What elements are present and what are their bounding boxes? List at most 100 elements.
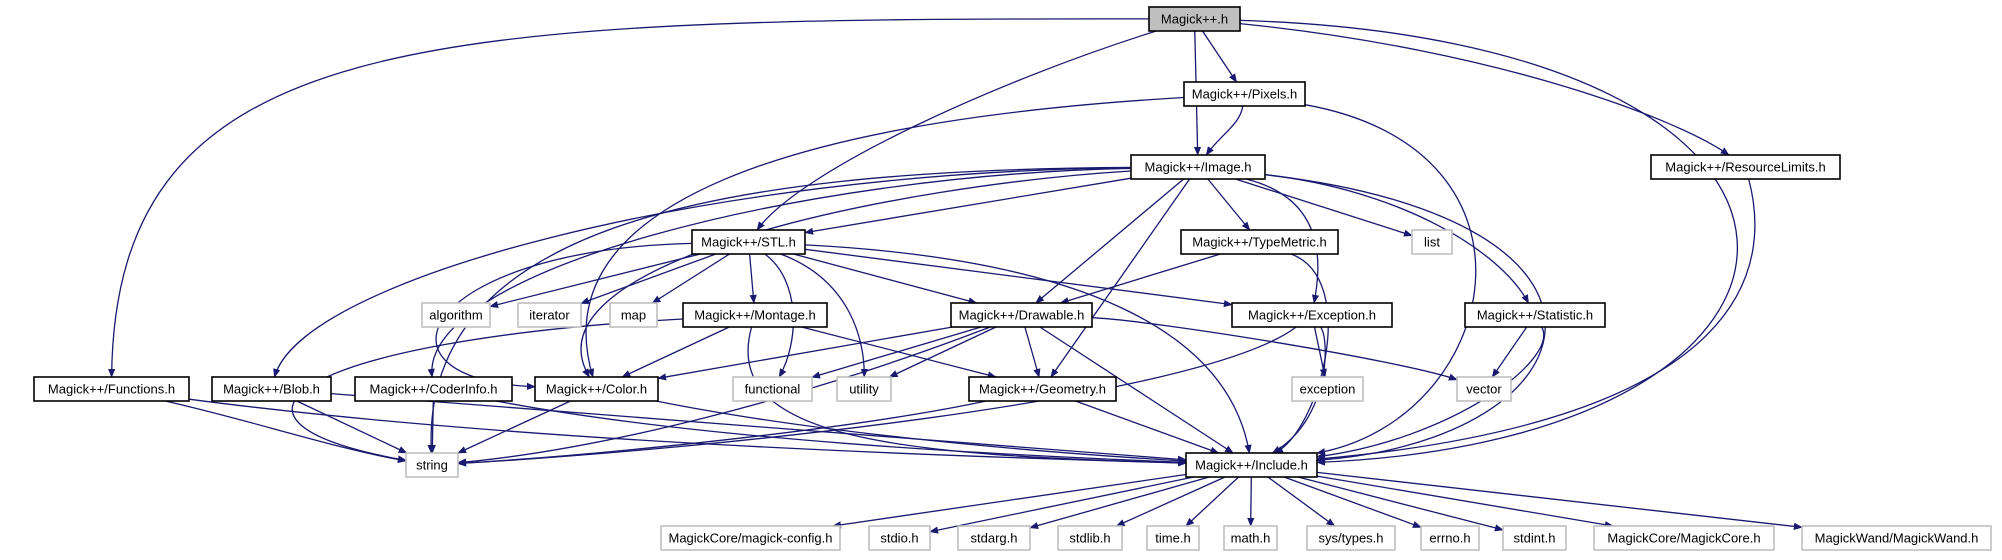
node-box (1183, 81, 1306, 107)
edge-include-to-magickwand (1316, 471, 1803, 530)
node-list[interactable]: list (1411, 229, 1453, 255)
edge-blob-to-string (296, 400, 408, 454)
edge-include-to-time (1185, 476, 1240, 527)
node-algorithm[interactable]: algorithm (421, 302, 491, 328)
node-box (211, 376, 332, 402)
edge-include-to-systypes (1267, 476, 1336, 527)
edge-drawable-to-utility (888, 326, 997, 378)
node-geometry[interactable]: Magick++/Geometry.h (968, 376, 1117, 402)
edge-statistic-to-vector (1491, 326, 1528, 378)
node-montage[interactable]: Magick++/Montage.h (682, 302, 828, 328)
node-typemetric[interactable]: Magick++/TypeMetric.h (1180, 229, 1339, 255)
node-pixels[interactable]: Magick++/Pixels.h (1183, 81, 1306, 107)
node-label: Magick++/Drawable.h (959, 308, 1085, 323)
node-vector[interactable]: vector (1456, 376, 1512, 402)
node-magickcore[interactable]: MagickCore/MagickCore.h (1593, 525, 1775, 551)
node-label: Magick++/ResourceLimits.h (1665, 160, 1825, 175)
node-box (1057, 525, 1123, 551)
node-box (1130, 154, 1266, 180)
edge-include-to-stdint (1297, 476, 1504, 532)
node-label: math.h (1231, 531, 1271, 546)
node-label: Magick++/Include.h (1195, 458, 1308, 473)
node-box (682, 302, 828, 328)
node-magick-h[interactable]: Magick++.h (1148, 6, 1241, 32)
node-label: algorithm (429, 308, 482, 323)
node-box (1148, 6, 1241, 32)
edge-stl-to-map (651, 253, 730, 304)
node-box (836, 376, 892, 402)
edge-blob-to-include (330, 392, 1187, 463)
node-color[interactable]: Magick++/Color.h (534, 376, 659, 402)
node-exception[interactable]: Magick++/Exception.h (1231, 302, 1393, 328)
edge-typemetric-to-drawable (1059, 253, 1221, 305)
node-exception-std[interactable]: exception (1291, 376, 1364, 402)
node-box (1223, 525, 1278, 551)
node-functional[interactable]: functional (732, 376, 813, 402)
node-functions[interactable]: Magick++/Functions.h (33, 376, 190, 402)
node-label: errno.h (1429, 531, 1470, 546)
node-stl[interactable]: Magick++/STL.h (691, 229, 806, 255)
node-label: stdlib.h (1069, 531, 1110, 546)
node-utility[interactable]: utility (836, 376, 892, 402)
edge-drawable-to-functional (811, 326, 982, 379)
node-box (660, 525, 841, 551)
node-box (1306, 525, 1396, 551)
node-magickwand[interactable]: MagickWand/MagickWand.h (1801, 525, 1992, 551)
edge-drawable-to-vector (1091, 317, 1458, 381)
node-label: Magick++/CoderInfo.h (370, 382, 498, 397)
node-label: MagickWand/MagickWand.h (1815, 531, 1979, 546)
node-label: string (416, 458, 448, 473)
node-label: MagickCore/magick-config.h (668, 531, 832, 546)
node-include[interactable]: Magick++/Include.h (1185, 452, 1318, 478)
node-statistic[interactable]: Magick++/Statistic.h (1464, 302, 1606, 328)
node-label: exception (1300, 382, 1356, 397)
node-magick-config[interactable]: MagickCore/magick-config.h (660, 525, 841, 551)
node-box (517, 302, 582, 328)
node-label: functional (745, 382, 801, 397)
edge-geometry-to-string (457, 400, 987, 467)
node-box (1411, 229, 1453, 255)
node-label: Magick++/Statistic.h (1477, 308, 1593, 323)
node-stdint[interactable]: stdint.h (1502, 525, 1567, 551)
node-box (1502, 525, 1567, 551)
edge-stl-to-exception (804, 248, 1233, 308)
node-box (1180, 229, 1339, 255)
node-box (1593, 525, 1775, 551)
node-string[interactable]: string (405, 452, 459, 478)
node-blob[interactable]: Magick++/Blob.h (211, 376, 332, 402)
node-image[interactable]: Magick++/Image.h (1130, 154, 1266, 180)
node-box (1185, 452, 1318, 478)
node-systypes[interactable]: sys/types.h (1306, 525, 1396, 551)
node-resourcelimits[interactable]: Magick++/ResourceLimits.h (1650, 154, 1841, 180)
node-label: Magick++/Montage.h (694, 308, 815, 323)
node-box (421, 302, 491, 328)
edge-image-to-list (1235, 178, 1413, 237)
node-label: Magick++/Color.h (546, 382, 647, 397)
node-box (33, 376, 190, 402)
edge-include-to-stdlib (1115, 476, 1226, 527)
node-math[interactable]: math.h (1223, 525, 1278, 551)
node-stdlib[interactable]: stdlib.h (1057, 525, 1123, 551)
node-map[interactable]: map (609, 302, 658, 328)
node-label: Magick++/Geometry.h (979, 382, 1106, 397)
edge-image-to-typemetric (1207, 178, 1251, 231)
edge-pixels-to-include (1304, 104, 1477, 456)
node-box (1456, 376, 1512, 402)
edge-include-to-stdarg (1029, 476, 1210, 530)
node-box (405, 452, 459, 478)
node-drawable[interactable]: Magick++/Drawable.h (950, 302, 1093, 328)
edge-include-to-magickcore (1316, 475, 1614, 529)
edge-coderinfo-to-include (496, 400, 1187, 466)
node-stdio[interactable]: stdio.h (868, 525, 931, 551)
node-time[interactable]: time.h (1146, 525, 1200, 551)
node-coderinfo[interactable]: Magick++/CoderInfo.h (354, 376, 513, 402)
node-iterator[interactable]: iterator (517, 302, 582, 328)
node-stdarg[interactable]: stdarg.h (957, 525, 1031, 551)
edge-exception-to-string (457, 326, 1297, 467)
edge-exception-to-exception_std (1313, 326, 1327, 378)
node-label: Magick++/Pixels.h (1192, 87, 1298, 102)
node-label: stdarg.h (971, 531, 1018, 546)
edge-drawable-to-geometry (1024, 326, 1041, 378)
node-errno[interactable]: errno.h (1420, 525, 1480, 551)
